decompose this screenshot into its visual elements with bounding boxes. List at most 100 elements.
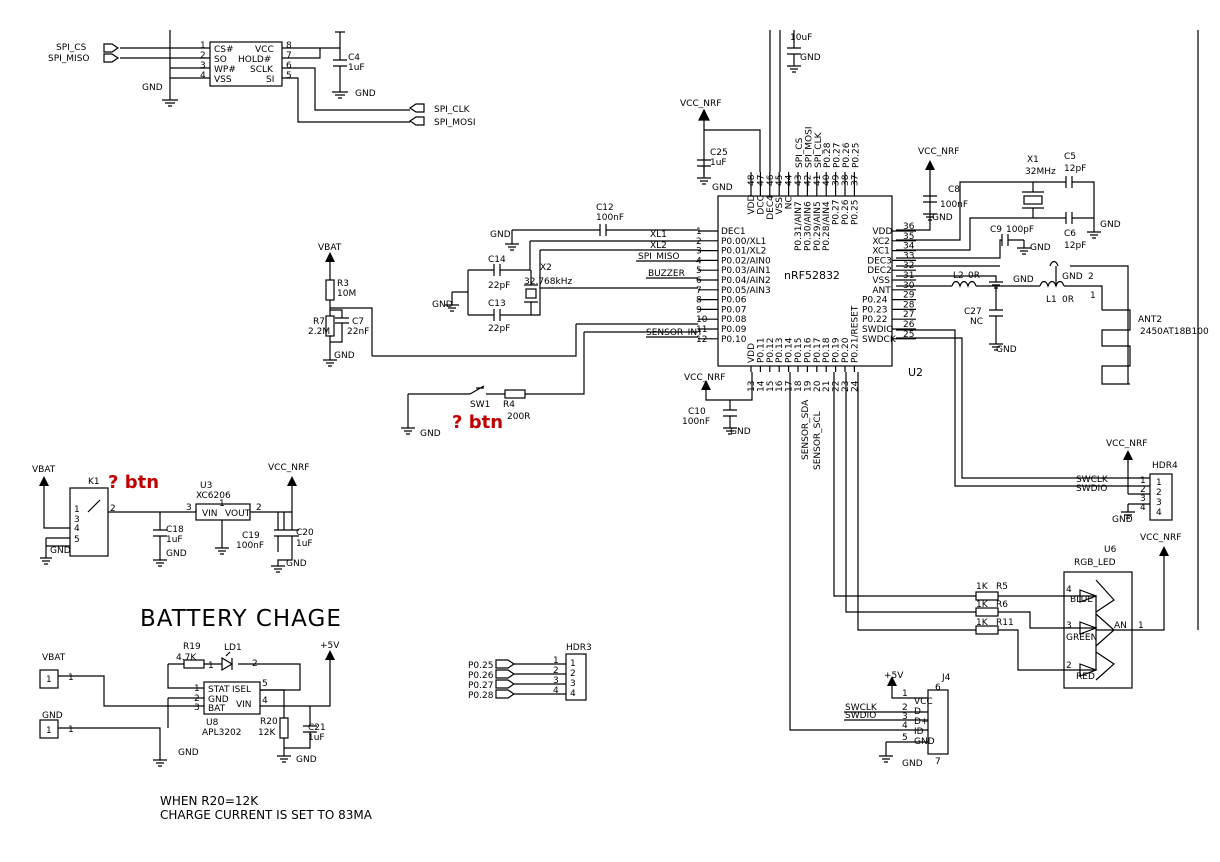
reg-pin-label: VIN: [202, 509, 218, 519]
mcu-pin-label: DEC4: [766, 195, 776, 220]
led-pin: 1: [1138, 621, 1144, 631]
cap-ref: C27: [964, 307, 982, 317]
flash-pin-num: 8: [286, 41, 292, 51]
flash-pin-num: 3: [200, 61, 206, 71]
gnd-label: GND: [178, 748, 199, 758]
cap-ref: C10: [688, 407, 706, 417]
mcu-pin-num: 7: [696, 286, 702, 296]
power-label-vcc-nrf: VCC_NRF: [680, 99, 721, 109]
net-label-xl2: XL2: [650, 241, 667, 251]
res-value: 4.7K: [176, 653, 197, 663]
pin-num: 2: [256, 503, 262, 513]
power-label-vcc-nrf: VCC_NRF: [268, 463, 309, 473]
pin-num: 1: [219, 499, 225, 509]
mcu-body: nRF52832 U2: [717, 195, 923, 379]
flash-pin-label: SO: [214, 55, 227, 65]
pin-num: 2: [570, 669, 576, 679]
net-label-spi-miso: SPI_MISO: [48, 54, 90, 64]
net-label: P0.26: [468, 671, 494, 681]
mcu-pin-num: 26: [903, 320, 915, 330]
conn-pin-label: GND: [914, 737, 935, 747]
power-label-vbat: VBAT: [318, 243, 342, 253]
net-label-sensor-sda: SENSOR_SDA: [801, 399, 811, 460]
mcu-net-label: P0.25: [851, 143, 861, 168]
mcu-pin-label: VSS: [872, 276, 890, 286]
mcu-pin-label: SWDCK: [862, 335, 897, 345]
mcu-pin-group: DEC11P0.00/XL12P0.01/XL23P0.02/AIN04P0.0…: [696, 126, 916, 392]
mcu-net-label: SPI_CS: [795, 137, 805, 168]
conn-pin-label: VCC: [914, 697, 933, 707]
mcu-pin-label: P0.21/RESET: [850, 305, 860, 363]
section-title-battery-charge: BATTERY CHAGE: [140, 606, 342, 632]
pin-num: 3: [74, 515, 80, 525]
mcu-pin-label: P0.12: [766, 338, 776, 363]
gnd-label: GND: [730, 427, 751, 437]
res-value: 2.2M: [308, 327, 330, 337]
net-label-swdio: SWDIO: [845, 711, 876, 721]
gnd-label: GND: [1100, 220, 1121, 230]
cap-value: 10uF: [790, 33, 812, 43]
annotation-btn: ? btn: [108, 472, 159, 493]
gnd-label: GND: [1013, 275, 1034, 285]
mcu-pin-num: 19: [803, 380, 813, 392]
pin-num: 6: [935, 683, 941, 693]
net-label: P0.28: [468, 691, 494, 701]
res-value: 1K: [976, 582, 989, 592]
res-ref: R7: [313, 317, 325, 327]
net-label-swclk: SWCLK: [845, 703, 878, 713]
cap-value: 100pF: [1006, 225, 1034, 235]
mcu-pin-num: 34: [903, 242, 915, 252]
chg-pin-label: GND: [208, 695, 229, 705]
flash-pin-label: VSS: [214, 75, 232, 85]
k1-ref: K1: [88, 477, 100, 487]
flash-pin-num: 4: [200, 71, 206, 81]
cap-value: NC: [970, 317, 983, 327]
mcu-name: nRF52832: [784, 269, 840, 282]
conn-pin-label: D+: [914, 717, 928, 727]
mcu-pin-label: P0.00/XL1: [721, 237, 766, 247]
inductor-value: 0R: [968, 271, 980, 281]
pin-num: 3: [1156, 498, 1162, 508]
mcu-pin-label: P0.04/AIN2: [721, 276, 771, 286]
res-value: 1K: [976, 600, 989, 610]
mcu-pin-num: 43: [794, 175, 804, 186]
pin-num: 3: [1140, 494, 1146, 504]
conn-ref: J4: [941, 673, 951, 683]
power-label-vcc-nrf: VCC_NRF: [1106, 439, 1147, 449]
mcu-pin-label: P0.30/AIN6: [803, 201, 813, 251]
gnd-label: GND: [432, 300, 453, 310]
pin-num: 5: [74, 535, 80, 545]
gnd-label: GND: [1030, 243, 1051, 253]
net-label-buzzer: BUZZER: [648, 269, 685, 279]
flash-pin-label: CS#: [214, 45, 234, 55]
cap-value: 12pF: [1064, 164, 1086, 174]
cap-value: 100nF: [596, 213, 624, 223]
gnd-label: GND: [1062, 272, 1083, 282]
pin-num: 4: [902, 721, 908, 731]
mcu-pin-label: P0.02/AIN0: [721, 256, 771, 266]
crystal-ref: X2: [540, 263, 552, 273]
crystal-ref: X1: [1027, 155, 1039, 165]
cap-ref: C18: [166, 525, 184, 535]
gnd-label: GND: [420, 429, 441, 439]
ant-pin: 2: [1088, 272, 1094, 282]
pin-num: 1: [74, 505, 80, 515]
flash-pin-label: VCC: [255, 45, 274, 55]
gnd-label: GND: [932, 213, 953, 223]
cap-ref: C25: [710, 148, 728, 158]
net-label-xl1: XL1: [650, 230, 667, 240]
net-label-spi-cs: SPI_CS: [56, 43, 87, 53]
reg-part: XC6206: [196, 491, 231, 501]
mcu-pin-num: 36: [903, 222, 915, 232]
mcu-pin-label: SWDIO: [862, 325, 893, 335]
mcu-pin-num: 48: [747, 174, 757, 186]
mcu-pin-num: 22: [832, 381, 842, 392]
chg-pin-label: BAT: [208, 704, 226, 714]
cap-value: 12pF: [1064, 241, 1086, 251]
mcu-pin-label: DEC1: [721, 227, 746, 237]
pin-num: 2: [902, 703, 908, 713]
chg-part: APL3202: [202, 728, 242, 738]
mcu-pin-label: P0.10: [721, 335, 747, 345]
mcu-pin-num: 44: [785, 174, 795, 186]
mcu-pin-label: P0.22: [862, 315, 887, 325]
